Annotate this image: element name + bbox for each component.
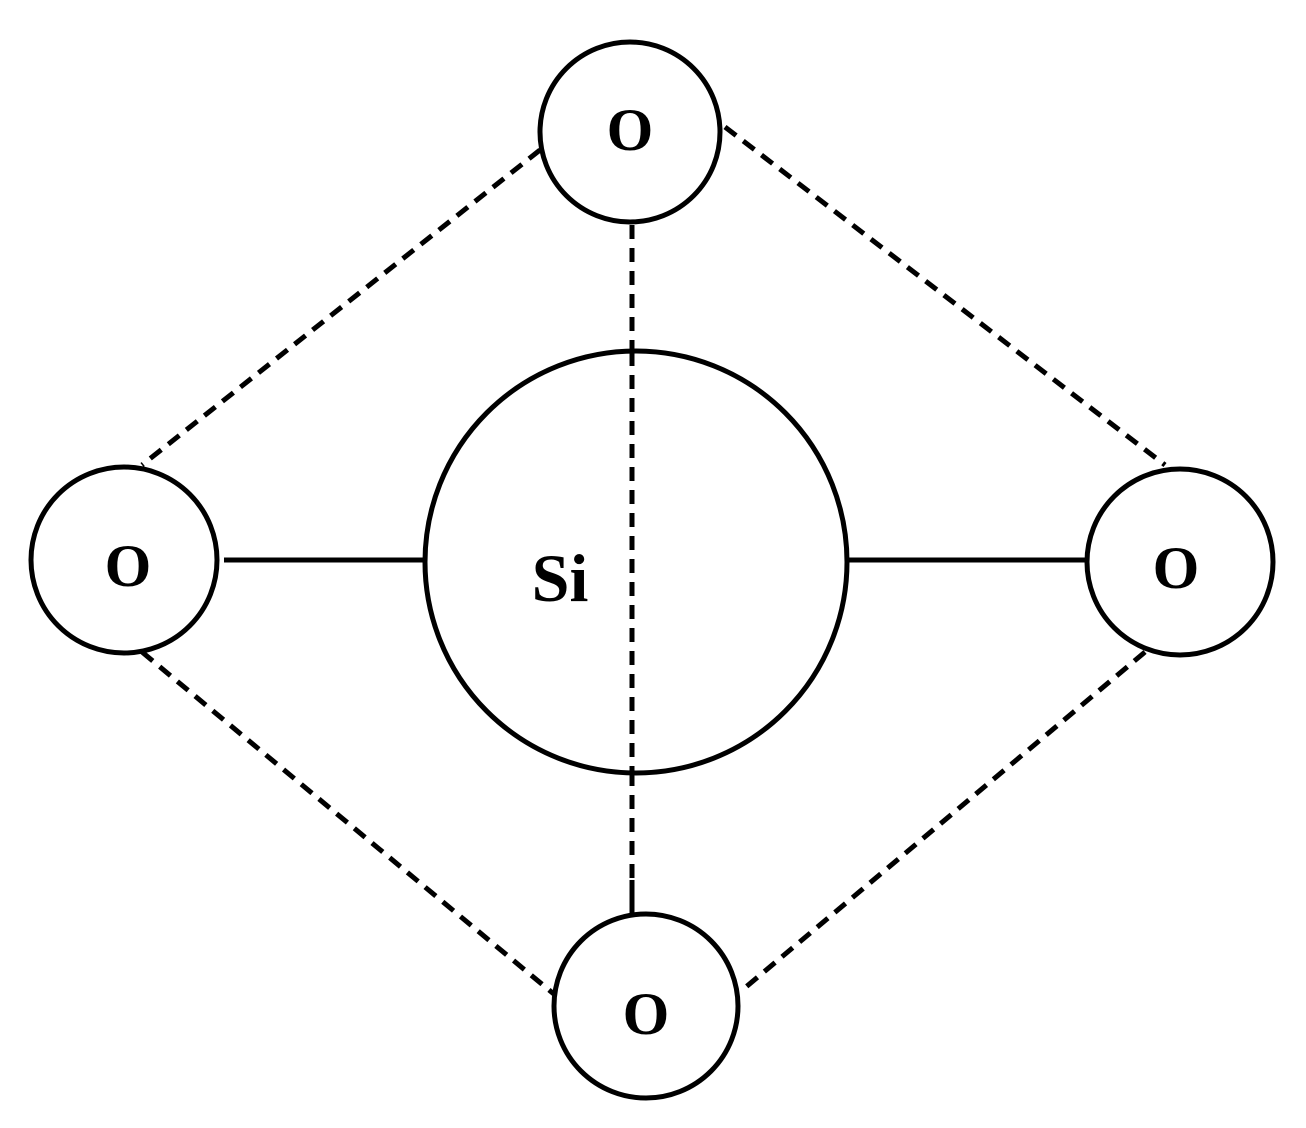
edge-top-right: [723, 125, 1167, 467]
silicon-label: Si: [532, 540, 589, 616]
oxygen-label: O: [623, 981, 670, 1047]
edge-left-bottom: [140, 650, 557, 997]
oxygen-label: O: [105, 533, 152, 599]
oxygen-atom-top: O: [537, 39, 723, 225]
silicon-atom: Si: [422, 348, 850, 776]
oxygen-atom-bottom: O: [551, 911, 741, 1101]
oxygen-atom-left: O: [28, 464, 220, 656]
oxygen-label: O: [607, 97, 654, 163]
oxygen-label: O: [1153, 535, 1200, 601]
oxygen-atom-right: O: [1084, 466, 1276, 658]
edge-right-bottom: [738, 650, 1147, 994]
edge-top-left: [140, 148, 542, 467]
